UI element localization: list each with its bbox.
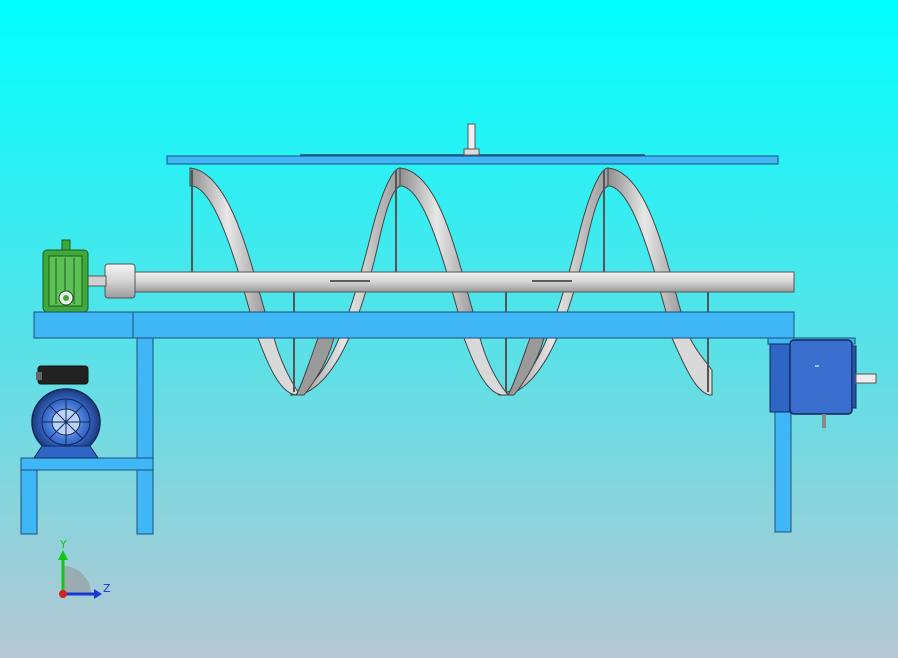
gearbox[interactable] — [42, 239, 89, 313]
x-axis-dot-icon — [59, 590, 67, 598]
screw-shaft[interactable] — [85, 263, 795, 299]
left-stand[interactable] — [20, 337, 154, 535]
triad-plane-icon — [63, 566, 91, 594]
triad-y-label: Y — [60, 538, 67, 551]
drive-motor-left[interactable] — [31, 365, 101, 459]
triad-z-label: Z — [103, 582, 111, 595]
drive-motor-right[interactable] — [769, 339, 877, 428]
cover-plate[interactable] — [166, 123, 779, 165]
frame-beam[interactable] — [33, 311, 795, 339]
coordinate-triad — [58, 550, 102, 599]
